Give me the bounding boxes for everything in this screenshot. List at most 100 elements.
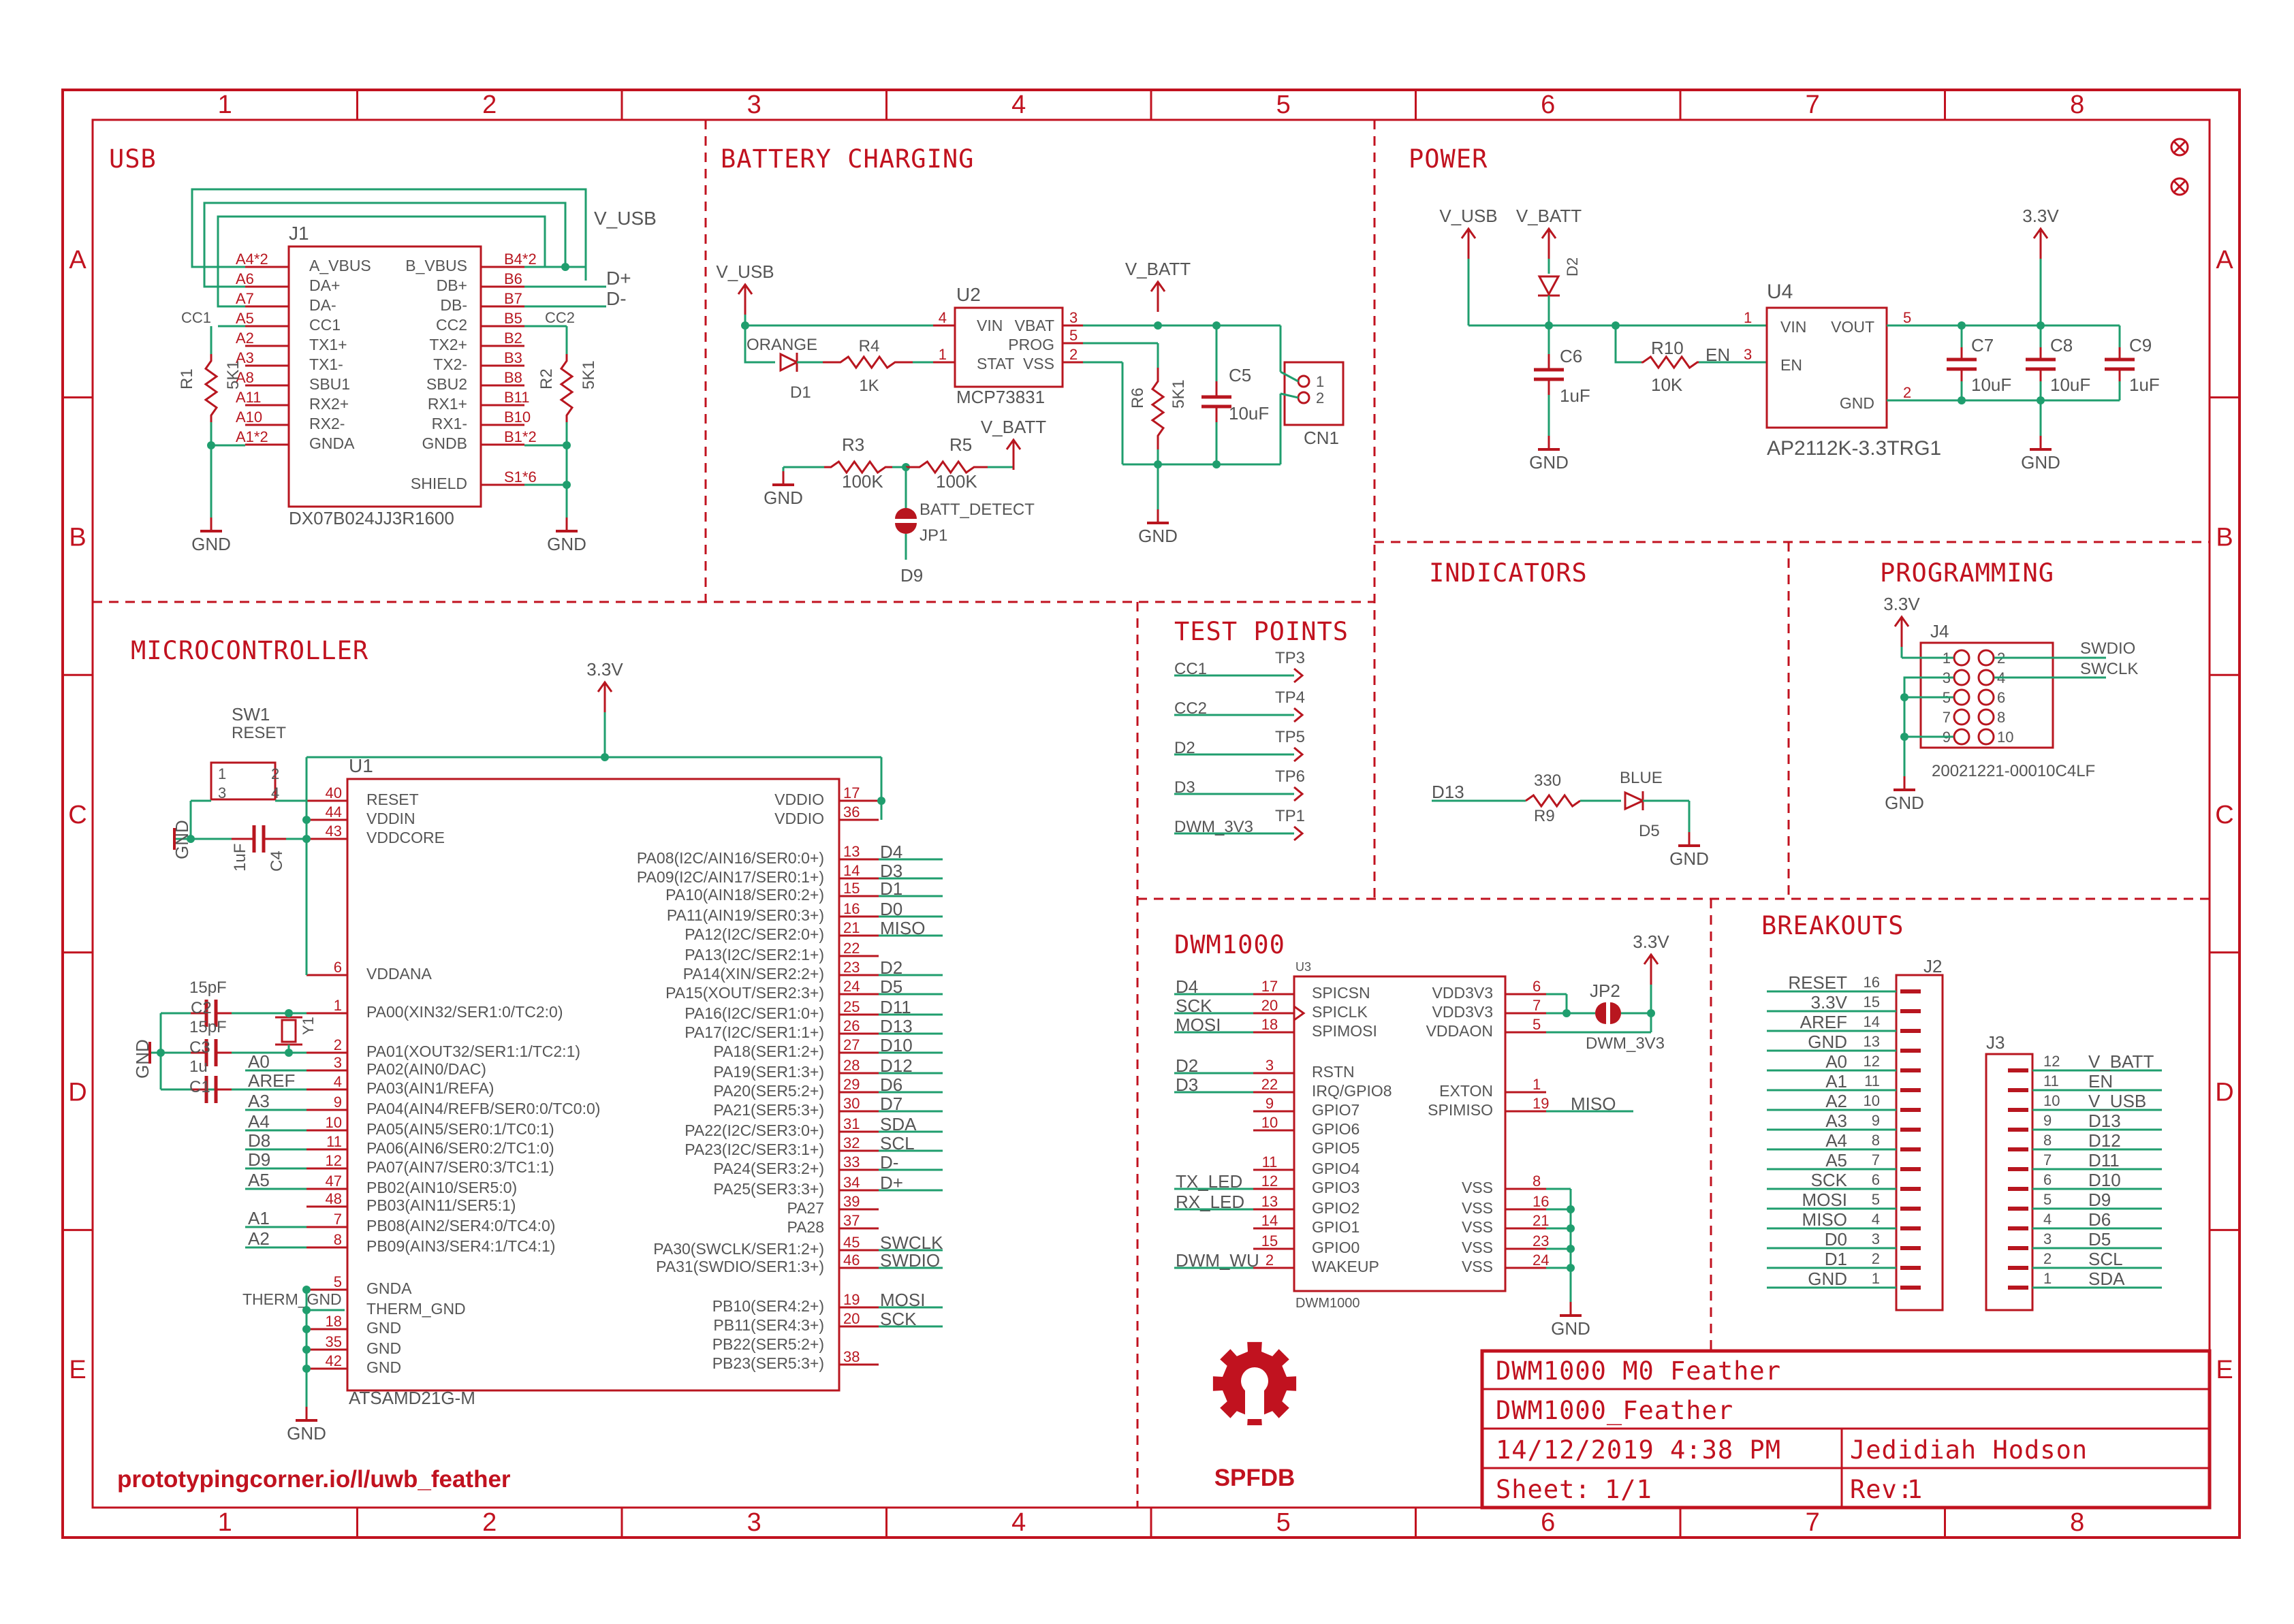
section-titles: USB BATTERY CHARGING POWER MICROCONTROLL… xyxy=(109,144,2054,959)
pin-number: 14 xyxy=(1864,1013,1880,1030)
breakout-net: SCL xyxy=(2088,1249,2123,1269)
pin-number: 46 xyxy=(843,1252,860,1269)
usb-pin-number: A1*2 xyxy=(236,428,268,445)
dwm-pin-name: WAKEUP xyxy=(1312,1258,1379,1275)
frame-column-label: 8 xyxy=(2070,91,2084,119)
section-test-points: TEST POINTS xyxy=(1174,617,1349,646)
ic-ref: U1 xyxy=(349,755,373,776)
ic-pin-name: VOUT xyxy=(1831,318,1874,336)
supply-vusb: V_USB xyxy=(1439,206,1497,226)
test-point-tp4 xyxy=(1293,707,1304,723)
test-point-net: CC1 xyxy=(1174,660,1207,678)
ref-label: C8 xyxy=(2050,335,2073,355)
pin-number: 3 xyxy=(218,784,226,801)
pin-number: 15 xyxy=(843,880,860,897)
header-pad xyxy=(1953,708,1970,726)
breakout-net: D11 xyxy=(2088,1150,2120,1171)
usb-pin-name: GNDB xyxy=(422,434,467,452)
ref-label: R1 xyxy=(178,368,196,389)
usb-pin-name: TX2+ xyxy=(429,336,467,353)
header-pad xyxy=(1977,728,1995,746)
ic-ref: U4 xyxy=(1767,281,1793,303)
usb-pin-number: B4*2 xyxy=(504,251,537,268)
ground-label: GND xyxy=(287,1423,326,1444)
pin-number: 3 xyxy=(1069,309,1078,326)
value-label: 1u xyxy=(189,1057,208,1076)
pin-number: 1 xyxy=(1872,1270,1880,1287)
ground-label: GND xyxy=(1529,452,1569,473)
mcu-pin-name: PA03(AIN1/REFA) xyxy=(366,1079,494,1097)
pin-number: 8 xyxy=(1533,1173,1541,1190)
mcu-pin-name: PA28 xyxy=(787,1218,824,1236)
value-label: 100K xyxy=(842,471,883,492)
usb-pin-name: SHIELD xyxy=(411,475,467,492)
net-label: D- xyxy=(606,288,627,309)
pin-number: 18 xyxy=(326,1313,342,1330)
pin-number: 30 xyxy=(843,1095,860,1112)
rev-label: Rev: xyxy=(1850,1475,1913,1504)
pin-number: 15 xyxy=(1261,1232,1278,1249)
supply-3v3: 3.3V xyxy=(2022,206,2059,226)
supply-arrow xyxy=(1005,438,1022,450)
breakout-net: D5 xyxy=(2088,1229,2111,1249)
resistor-r2 xyxy=(559,354,574,422)
target-mark xyxy=(2173,180,2186,193)
junction-dot xyxy=(1900,693,1908,701)
mcu-pin-name: GNDA xyxy=(366,1279,412,1297)
usb-pin-number: B1*2 xyxy=(504,428,537,445)
header-pad xyxy=(1977,708,1995,726)
frame-column-label: 5 xyxy=(1276,1508,1291,1537)
usb-pin-name: RX1- xyxy=(432,415,467,432)
section-dividers xyxy=(93,120,2210,1508)
led-color: ORANGE xyxy=(747,336,817,354)
header-j3 xyxy=(1985,1053,2034,1311)
resistor-r4 xyxy=(823,355,913,370)
pin-number: 6 xyxy=(1872,1171,1880,1188)
ref-label: C3 xyxy=(189,1038,210,1057)
usb-pin-name: DB- xyxy=(440,296,467,314)
ic-pin-name: VIN xyxy=(1780,318,1806,336)
drawing-author: Jedidiah Hodson xyxy=(1850,1435,2088,1465)
mcu-right-net: D3 xyxy=(880,861,902,881)
pin-number: 5 xyxy=(1903,309,1911,326)
junction-dot xyxy=(1154,321,1162,330)
mcu-pin-name: PA23(I2C/SER3:1+) xyxy=(685,1141,824,1158)
pin-number: 1 xyxy=(334,997,342,1014)
ref-label: D1 xyxy=(790,383,811,402)
dwm-pin-name: EXTON xyxy=(1439,1082,1493,1100)
pin-number: 20 xyxy=(1261,997,1278,1014)
pin-number: 16 xyxy=(843,900,860,917)
supply-arrow xyxy=(1894,615,1910,627)
frame-row-label: D xyxy=(2215,1079,2233,1107)
mcu-pin-name: RESET xyxy=(366,791,419,808)
breakout-net: A5 xyxy=(1825,1150,1847,1171)
mcu-pin-name: PA08(I2C/AIN16/SER0:0+) xyxy=(637,849,824,867)
ic-ref: J3 xyxy=(1986,1032,2005,1053)
diode-d2 xyxy=(1537,275,1560,297)
junction-dot xyxy=(1562,1009,1571,1017)
pin-number: 12 xyxy=(1261,1173,1278,1190)
pin-number: 14 xyxy=(843,862,860,879)
supply-vbatt: V_BATT xyxy=(1125,259,1191,279)
project-url: prototypingcorner.io/l/uwb_feather xyxy=(117,1466,511,1493)
ground-label: GND xyxy=(1551,1318,1590,1339)
junction-dot xyxy=(302,1346,311,1354)
test-point-tp3 xyxy=(1293,667,1304,684)
rev-number: 1 xyxy=(1907,1475,1923,1504)
resistor-r1 xyxy=(204,354,219,422)
breakout-net: V_BATT xyxy=(2088,1051,2154,1072)
pin-number: 8 xyxy=(1872,1132,1880,1149)
frame-row-label: C xyxy=(68,801,87,829)
ic-part: AP2112K-3.3TRG1 xyxy=(1767,437,1941,460)
pin-number: 5 xyxy=(2043,1191,2052,1208)
pin-number: 5 xyxy=(1872,1191,1880,1208)
breakout-net: MOSI xyxy=(1802,1190,1847,1210)
junction-dot xyxy=(1900,733,1908,741)
section-power: POWER xyxy=(1409,144,1488,174)
pin-number: 14 xyxy=(1261,1212,1278,1229)
pin-number: 1 xyxy=(1744,309,1752,326)
mcu-pin-name: PA11(AIN19/SER0:3+) xyxy=(667,906,824,924)
breakout-net: D12 xyxy=(2088,1130,2121,1151)
